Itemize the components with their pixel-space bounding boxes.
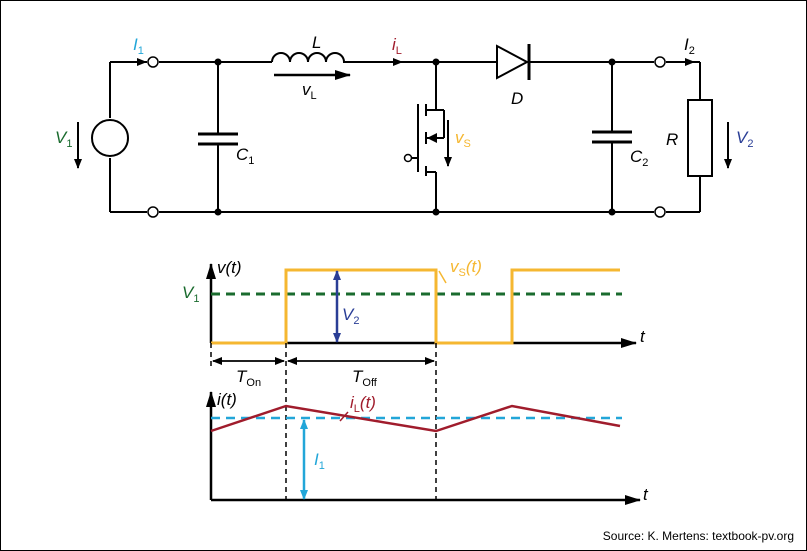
mosfet-switch	[411, 62, 445, 212]
junction-dots	[214, 58, 616, 216]
source-caption: Source: K. Mertens: textbook-pv.org	[603, 529, 794, 543]
vs-waveform	[211, 268, 620, 345]
plot-i1-label: I1	[314, 450, 325, 472]
vs-leader	[438, 270, 447, 284]
il-label: iL	[392, 35, 402, 57]
c1-label: C1	[236, 145, 254, 167]
vs-label: vS	[455, 128, 471, 150]
voltage-plot: v(t) t V1 V2 vS(t)	[182, 257, 646, 348]
current-y-label: i(t)	[217, 390, 237, 409]
voltage-t-label: t	[640, 327, 646, 346]
terminals	[147, 56, 666, 218]
inductor-label: L	[312, 33, 321, 52]
plot-il-label: iL(t)	[350, 393, 376, 415]
timing-markers: TOn TOff	[210, 343, 437, 500]
v1-label: V1	[55, 128, 72, 150]
voltage-y-label: v(t)	[217, 258, 242, 277]
i2-label: I2	[684, 35, 695, 57]
i1-label: I1	[133, 35, 144, 57]
current-t-label: t	[643, 485, 649, 504]
plot-v1-label: V1	[182, 283, 199, 305]
voltage-source	[91, 119, 129, 157]
il-waveform	[210, 404, 621, 433]
inductor-l	[271, 52, 350, 63]
capacitor-c2	[592, 62, 632, 212]
plot-v2-label: V2	[342, 305, 359, 327]
gate-terminal	[403, 153, 413, 163]
il-leader	[339, 411, 349, 422]
resistor-label: R	[666, 130, 678, 149]
c2-label: C2	[630, 147, 648, 169]
capacitor-c1	[198, 62, 238, 212]
resistor-r	[687, 62, 713, 212]
diode-d	[496, 44, 531, 80]
mosfet-body-arrow	[427, 133, 437, 143]
ton-label: TOn	[236, 367, 261, 389]
toff-label: TOff	[352, 367, 378, 389]
diode-label: D	[511, 89, 523, 108]
vl-label: vL	[302, 80, 317, 102]
current-plot: i(t) t iL(t) I1	[206, 390, 649, 505]
plot-vs-label: vS(t)	[450, 257, 482, 279]
v2-label: V2	[736, 128, 753, 150]
